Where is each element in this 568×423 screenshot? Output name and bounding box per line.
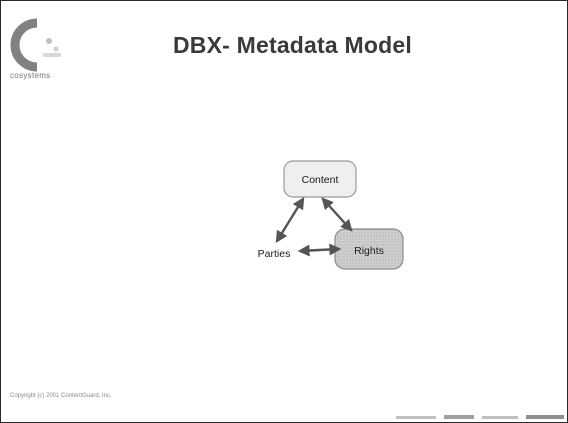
- rights-node: Rights: [334, 228, 404, 270]
- footer-decoration: [396, 415, 564, 419]
- logo-dot-icon: [53, 46, 59, 52]
- slide-title: DBX- Metadata Model: [173, 32, 412, 58]
- edge-content-parties: [275, 196, 305, 244]
- content-node-box: [283, 160, 357, 198]
- content-node: Content: [283, 160, 357, 198]
- rights-node-label: Rights: [354, 245, 384, 257]
- logo-dot-icon: [46, 38, 52, 44]
- logo-wordmark: cosystems: [10, 71, 51, 80]
- edge-content-rights: [321, 197, 353, 232]
- edge-parties-rights: [297, 243, 342, 257]
- logo-bar-icon: [43, 53, 61, 57]
- content-node-label: Content: [302, 174, 339, 186]
- company-logo: [10, 18, 61, 72]
- logo-c-mark: [10, 18, 38, 72]
- copyright-footer: Copyright (c) 2001 ContentGuard, Inc.: [10, 393, 112, 399]
- parties-node-label: Parties: [258, 248, 291, 260]
